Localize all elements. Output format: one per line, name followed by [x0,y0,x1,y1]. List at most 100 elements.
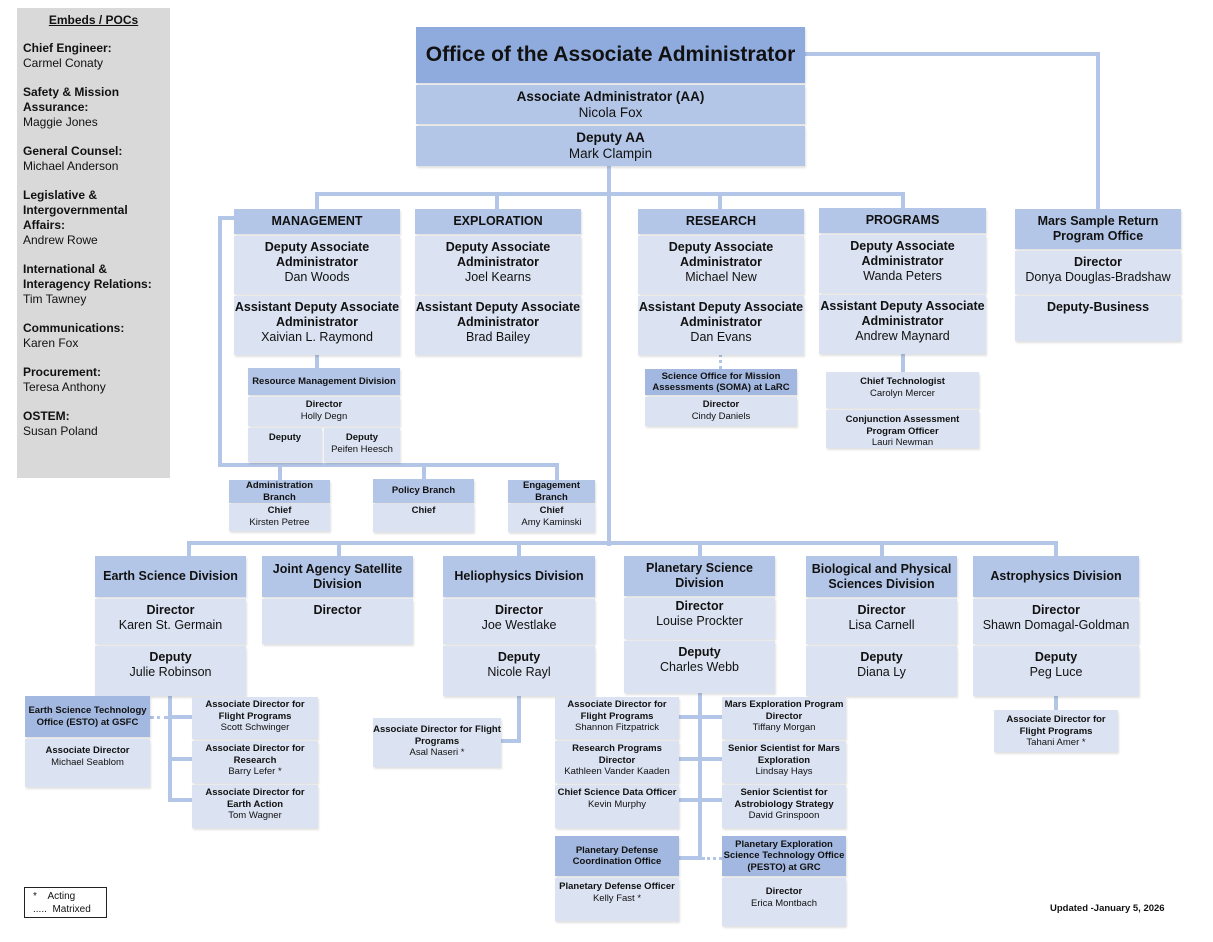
office-role: Assistant Deputy Associate Administrator… [415,296,581,355]
legend: * Acting ..... Matrixed [24,887,107,918]
office-title: Planetary Defense Coordination Office [555,836,679,876]
connector [278,463,282,480]
poc-item: General Counsel:Michael Anderson [23,144,164,174]
role: Assistant Deputy Associate Administrator [234,300,400,329]
role: Senior Scientist for Astrobiology Strate… [734,787,834,810]
poc-name: Michael Anderson [23,159,119,173]
poc-role: Legislative & Intergovernmental Affairs: [23,188,128,232]
role: Director [146,603,195,617]
role-box: Deputy [248,428,322,462]
aa-box: Associate Administrator (AA)Nicola Fox [416,85,805,124]
name: Joel Kearns [464,270,531,284]
poc-item: International & Interagency Relations:Ti… [23,262,164,307]
division-title: Planetary Science Division [624,556,775,596]
office-role: Assistant Deputy Associate Administrator… [819,295,986,354]
poc-name: Tim Tawney [23,292,87,306]
office-title: PROGRAMS [819,208,986,233]
division-biological-physical-sciences: Biological and Physical Sciences Divisio… [806,556,957,696]
name: Nicole Rayl [487,665,551,679]
division-title: Earth Science Division [95,556,246,597]
name: Tahani Amer * [1026,737,1086,748]
name: Louise Prockter [656,614,743,628]
role-box: Senior Scientist for Astrobiology Strate… [722,785,846,828]
role: Deputy AA [576,130,645,145]
connector [698,688,702,860]
poc-name: Carmel Conaty [23,56,104,70]
poc-item: Chief Engineer:Carmel Conaty [23,41,164,71]
name: Nicola Fox [578,105,643,120]
poc-item: Legislative & Intergovernmental Affairs:… [23,188,164,248]
office-mars-sample-return: Mars Sample Return Program Office Direct… [1015,209,1181,341]
connector [168,798,192,802]
connector [218,216,234,220]
poc-name: Karen Fox [23,336,79,350]
connector [168,715,192,719]
connector [315,192,905,196]
role: Associate Director for Research [205,743,305,766]
name: Michael New [685,270,757,284]
connector [517,541,521,556]
name: Andrew Maynard [855,329,950,343]
connector [501,739,521,743]
name: Brad Bailey [466,330,530,344]
role: Chief [267,505,292,516]
name: Peg Luce [1029,665,1083,679]
name: Barry Lefer * [228,766,282,777]
poc-name: Susan Poland [23,424,98,438]
connector [1054,541,1058,556]
name: Kathleen Vander Kaaden [564,766,670,777]
name: Lindsay Hays [755,766,813,777]
connector [679,856,702,860]
poc-item: Safety & Mission Assurance:Maggie Jones [23,85,164,130]
role: Deputy [497,650,541,664]
role: Associate Director for Flight Programs [205,699,305,722]
role: Associate Director for Flight Programs [373,724,501,747]
role: Director [675,599,724,613]
office-management: MANAGEMENT Deputy Associate Administrato… [234,209,400,355]
name: Donya Douglas-Bradshaw [1025,270,1171,284]
connector [607,166,611,546]
role: Planetary Defense Officer [559,881,675,892]
name: Mark Clampin [568,146,653,161]
matrixed-connector [719,347,722,369]
role: Deputy [345,432,379,443]
role: Deputy [860,650,903,664]
role: Assistant Deputy Associate Administrator [820,299,985,328]
name: Michael Seablom [51,756,124,768]
connector [337,541,341,556]
role: Director [495,603,543,617]
connector [718,192,722,209]
role: Chief Technologist [860,376,945,387]
connector [187,541,191,556]
connector [1054,688,1058,710]
role-box: Chief [373,504,474,532]
role: Director [857,603,906,617]
office-title: Mars Sample Return Program Office [1015,209,1181,249]
role: Director [1032,603,1080,617]
office-role: Assistant Deputy Associate Administrator… [234,296,400,355]
office-title: RESEARCH [638,209,804,234]
role: Associate Director for Earth Action [205,787,305,810]
